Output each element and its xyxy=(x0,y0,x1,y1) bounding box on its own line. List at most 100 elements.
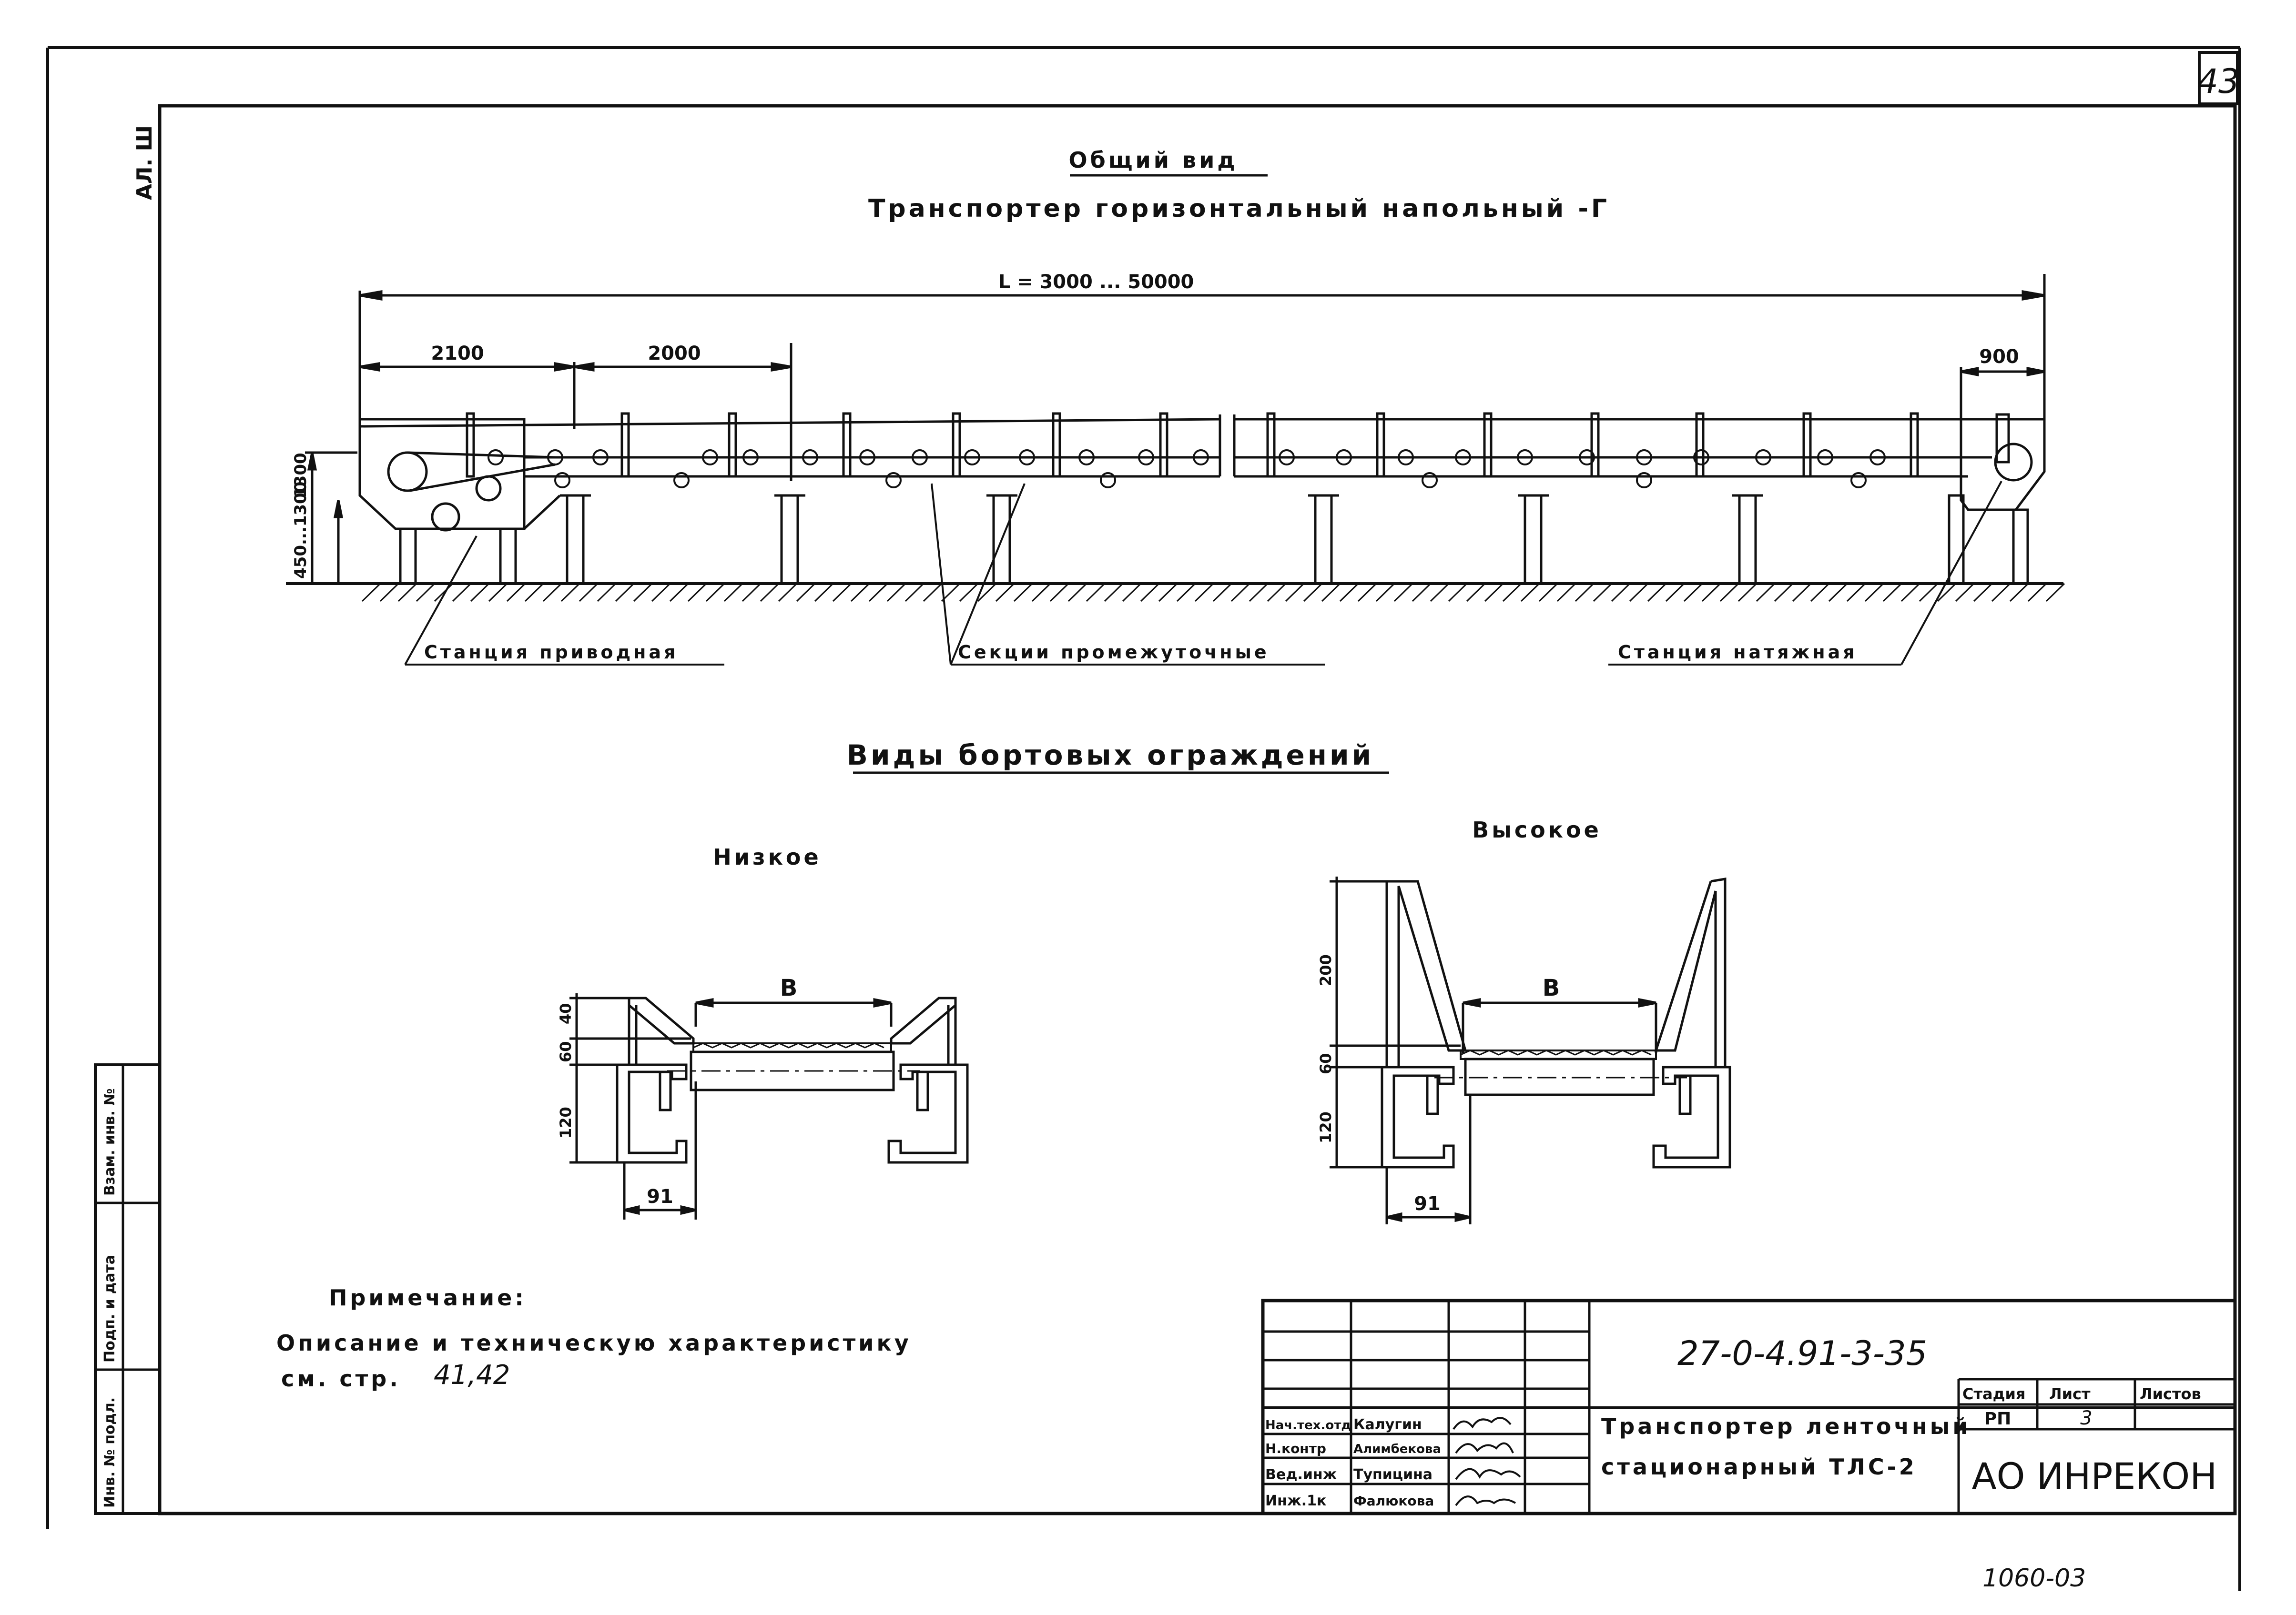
low-guard-dim-60: 60 xyxy=(557,1041,575,1062)
hatch-line xyxy=(796,583,816,602)
hatch-line xyxy=(1792,583,1812,602)
hatch-line xyxy=(1086,583,1106,602)
frame-post xyxy=(842,412,852,478)
hatch-line xyxy=(1991,583,2011,602)
low-guard-dim-120: 120 xyxy=(557,1107,575,1139)
hatch-line xyxy=(1321,583,1341,602)
high-guard-dim-120: 120 xyxy=(1317,1111,1335,1143)
hatch-line xyxy=(452,583,472,602)
guards-heading: Виды бортовых ограждений xyxy=(847,739,1374,771)
dim-height-total: 1300 xyxy=(291,453,310,498)
sheet-number-box: 43 xyxy=(2197,51,2240,105)
frame-post xyxy=(1695,412,1705,478)
hatch-line xyxy=(1719,583,1739,602)
signer-name-4: Фалюкова xyxy=(1353,1493,1434,1509)
hatch-line xyxy=(615,583,635,602)
hatch-line xyxy=(488,583,508,602)
dim-height-range: 450...1300 xyxy=(291,482,310,579)
hatch-line xyxy=(1484,583,1504,602)
frame-post xyxy=(620,412,630,478)
hatch-line xyxy=(1448,583,1468,602)
hatch-line xyxy=(1249,583,1269,602)
frame-post xyxy=(1266,412,1276,478)
hatch-line xyxy=(1230,583,1250,602)
hatch-line xyxy=(1864,583,1884,602)
conveyor-rollers xyxy=(488,449,1886,488)
high-guard-title: Высокое xyxy=(1472,817,1602,843)
hatch-line xyxy=(1919,583,1939,602)
return-roller xyxy=(1422,472,1438,488)
low-guard-section xyxy=(569,993,969,1220)
label-drive-station: Станция приводная xyxy=(424,642,678,663)
dim-total-length: L = 3000 ... 50000 xyxy=(998,271,1194,293)
carrying-roller xyxy=(1455,449,1471,465)
frame-post xyxy=(1910,412,1919,478)
carrying-roller xyxy=(1755,449,1771,465)
hatch-line xyxy=(1774,583,1794,602)
signer-role-3: Вед.инж xyxy=(1265,1466,1337,1483)
carrying-roller xyxy=(964,449,980,465)
carrying-roller xyxy=(859,449,875,465)
high-guard-section xyxy=(1330,877,1731,1224)
carrying-roller xyxy=(742,449,759,465)
hatch-line xyxy=(904,583,924,602)
hatch-line xyxy=(1683,583,1703,602)
hatch-line xyxy=(416,583,436,602)
hatch-line xyxy=(923,583,943,602)
general-view-heading: Общий вид xyxy=(1068,147,1238,173)
label-tension-station: Станция натяжная xyxy=(1618,642,1858,663)
hatch-line xyxy=(542,583,562,602)
hatch-line xyxy=(1882,583,1902,602)
carrying-roller xyxy=(1636,449,1652,465)
carrying-roller xyxy=(592,449,609,465)
carrying-roller xyxy=(1138,449,1154,465)
hatch-line xyxy=(1665,583,1685,602)
hatch-line xyxy=(1140,583,1160,602)
dim-tail-length: 900 xyxy=(1979,346,2019,368)
hatch-line xyxy=(687,583,707,602)
return-roller xyxy=(554,472,570,488)
hatch-line xyxy=(597,583,617,602)
hatch-line xyxy=(1339,583,1359,602)
hatch-line xyxy=(669,583,689,602)
dim-drive-length: 2100 xyxy=(431,343,484,364)
signer-name-2: Алимбекова xyxy=(1353,1442,1441,1456)
low-guard-dim-40: 40 xyxy=(557,1003,575,1024)
carrying-roller xyxy=(1078,449,1095,465)
hatch-line xyxy=(1049,583,1069,602)
frame-post xyxy=(1483,412,1493,478)
hatch-line xyxy=(2045,583,2065,602)
hatch-line xyxy=(1846,583,1866,602)
high-guard-dim-b: B xyxy=(1543,975,1560,1001)
sheet-header: Лист xyxy=(2049,1385,2091,1403)
hatch-line xyxy=(633,583,653,602)
hatch-line xyxy=(1828,583,1848,602)
hatch-line xyxy=(1357,583,1377,602)
note-line-1: Описание и техническую характеристику xyxy=(276,1330,912,1356)
dim-section-length: 2000 xyxy=(648,343,701,364)
return-roller xyxy=(673,472,690,488)
hatch-line xyxy=(470,583,490,602)
carrying-roller xyxy=(1279,449,1295,465)
hatch-line xyxy=(1538,583,1558,602)
signer-name-1: Калугин xyxy=(1353,1416,1422,1433)
return-roller xyxy=(1636,472,1652,488)
carrying-roller xyxy=(702,449,718,465)
hatch-line xyxy=(651,583,671,602)
doc-code: 27-0-4.91-3-35 xyxy=(1677,1334,1927,1373)
low-guard-dim-91: 91 xyxy=(647,1186,673,1208)
hatch-line xyxy=(742,583,762,602)
conveyor-posts xyxy=(466,412,1919,478)
high-guard-dim-200: 200 xyxy=(1317,954,1335,986)
company-name: АО ИНРЕКОН xyxy=(1972,1455,2217,1497)
stage-value: РП xyxy=(1984,1409,2012,1429)
carrying-roller xyxy=(1517,449,1533,465)
hatch-line xyxy=(1575,583,1595,602)
carrying-roller xyxy=(1693,449,1709,465)
carrying-roller xyxy=(1019,449,1035,465)
hatch-line xyxy=(524,583,544,602)
carrying-roller xyxy=(802,449,818,465)
inner-frame xyxy=(158,104,2237,1515)
hatch-line xyxy=(1900,583,1920,602)
return-roller xyxy=(1850,472,1867,488)
